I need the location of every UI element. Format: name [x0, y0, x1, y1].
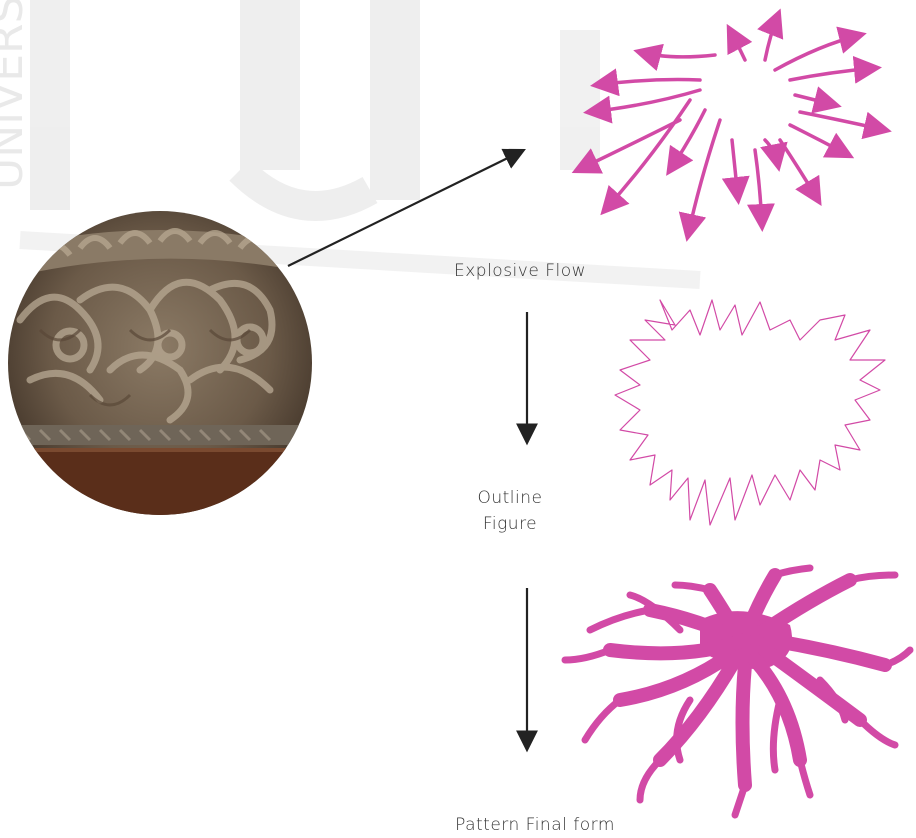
label-outline-figure: Outline Figure — [450, 485, 570, 537]
label-explosive-flow: Explosive Flow — [440, 258, 600, 284]
label-pattern-final-form: Pattern Final form — [440, 812, 630, 838]
label-outline-line1: Outline — [450, 485, 570, 511]
pattern-final-form-sketch — [565, 568, 910, 815]
label-outline-line2: Figure — [450, 511, 570, 537]
outline-figure-sketch — [615, 300, 885, 525]
watermark-text: UNIVERSITAS — [0, 0, 33, 190]
explosive-flow-sketch — [578, 15, 885, 235]
